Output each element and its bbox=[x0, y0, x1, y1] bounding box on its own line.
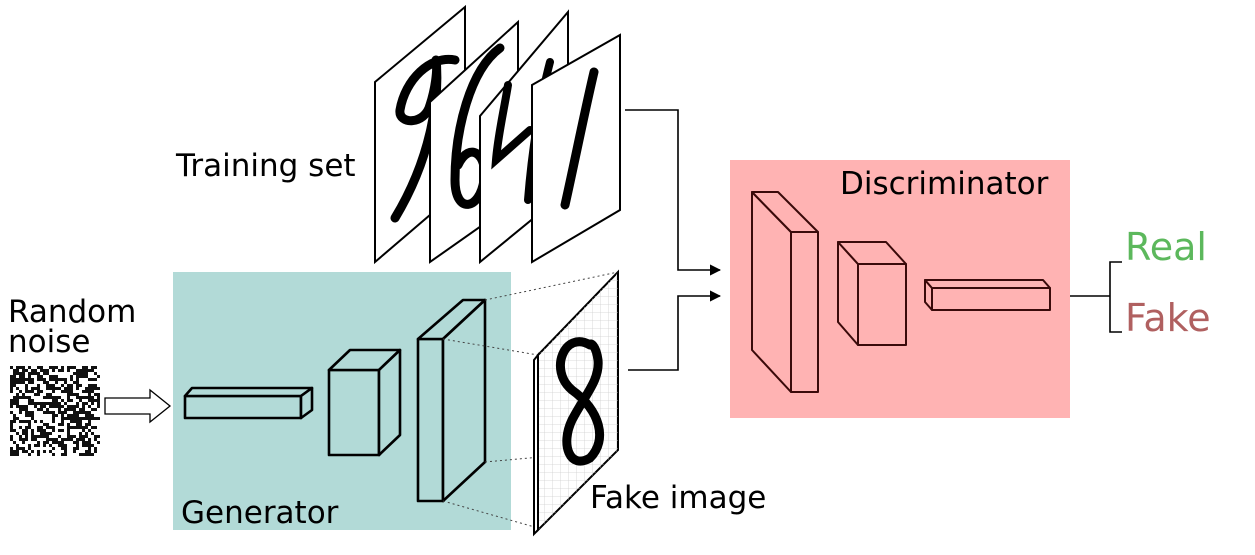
random-noise-image bbox=[10, 366, 100, 456]
digit-one bbox=[560, 67, 599, 210]
random-noise-label-line2: noise bbox=[8, 324, 90, 360]
real-label: Real bbox=[1125, 225, 1207, 269]
fake-image bbox=[533, 269, 619, 537]
random-noise-label-line1: Random bbox=[8, 294, 136, 330]
training-set-label: Training set bbox=[175, 148, 356, 184]
discriminator-layer-1 bbox=[751, 191, 819, 393]
fake-output-label: Fake bbox=[1125, 296, 1211, 340]
generator-label: Generator bbox=[181, 495, 339, 531]
generator-layer-1 bbox=[183, 386, 314, 420]
connector-fake-to-discriminator bbox=[628, 290, 722, 371]
output-bracket bbox=[1070, 261, 1122, 333]
connector-training-to-discriminator bbox=[625, 109, 722, 276]
discriminator-layer-2 bbox=[837, 241, 907, 346]
generator-layer-3 bbox=[416, 298, 487, 503]
discriminator-layer-3 bbox=[924, 279, 1051, 311]
training-set-stack bbox=[374, 4, 621, 265]
discriminator-label: Discriminator bbox=[840, 166, 1049, 202]
generator-layer-2 bbox=[327, 348, 402, 457]
noise-input-arrow bbox=[104, 388, 172, 424]
fake-image-label: Fake image bbox=[590, 480, 766, 516]
digit-eight bbox=[556, 337, 605, 466]
